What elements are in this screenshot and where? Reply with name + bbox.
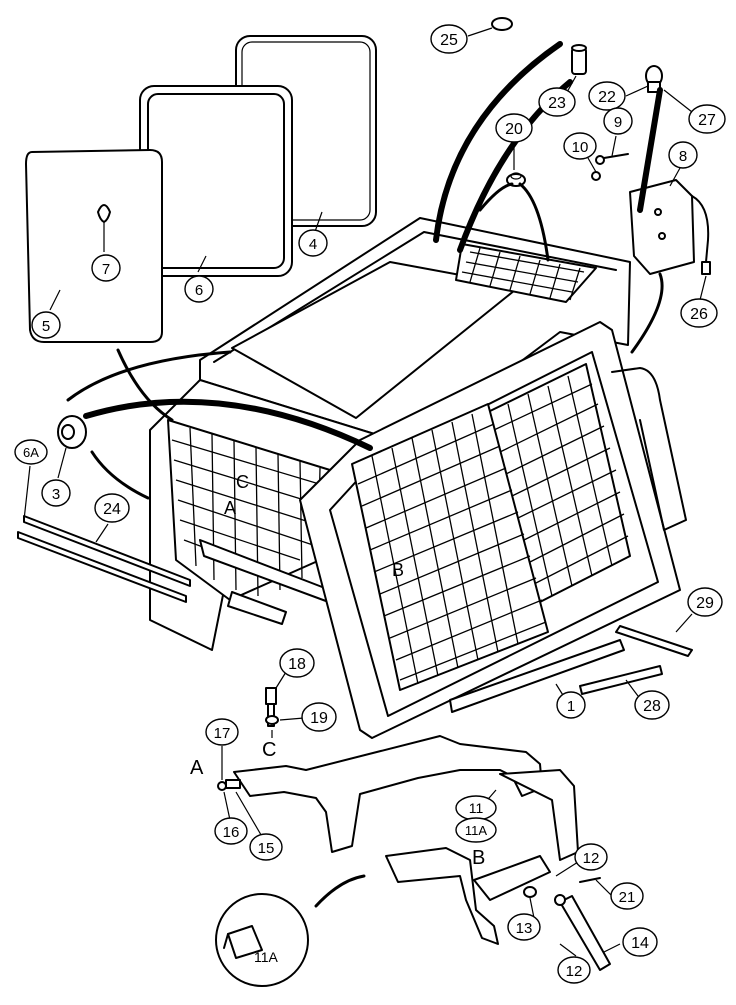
svg-text:19: 19 [310, 710, 328, 727]
callout-7: 7 [91, 254, 121, 282]
detail-view-11a [215, 893, 309, 987]
callout-16: 16 [214, 817, 248, 845]
callout-8: 8 [668, 141, 698, 169]
nut-10 [591, 171, 601, 181]
front-door-grid-left [351, 403, 549, 691]
assembly-leaders [66, 41, 664, 908]
trim-strip-28 [579, 665, 663, 695]
svg-text:27: 27 [698, 112, 716, 129]
svg-text:22: 22 [598, 89, 616, 106]
svg-text:7: 7 [102, 261, 110, 278]
svg-text:10: 10 [572, 139, 589, 156]
svg-text:25: 25 [440, 32, 458, 49]
callout-1: 1 [556, 691, 586, 719]
fitting-22 [645, 65, 663, 93]
svg-text:8: 8 [679, 148, 687, 165]
svg-text:11A: 11A [465, 823, 487, 838]
svg-text:6: 6 [195, 282, 203, 299]
callout-4: 4 [298, 229, 328, 257]
svg-text:16: 16 [223, 824, 240, 841]
svg-text:12: 12 [583, 850, 600, 867]
callout-14: 14 [622, 927, 658, 957]
window-frame-6 [139, 85, 293, 277]
plug-25 [491, 17, 513, 31]
support-bar-11 [233, 735, 579, 861]
seal-strip-6a [17, 531, 187, 603]
svg-text:21: 21 [619, 889, 636, 906]
cable-26 [691, 195, 711, 275]
callout-11a: 11A [455, 817, 497, 843]
roof-vent-grid [455, 243, 597, 303]
ref-letter-b-lower: B [472, 847, 485, 869]
callout-28: 28 [634, 690, 670, 720]
grommet-3 [57, 415, 87, 449]
callout-3: 3 [41, 479, 71, 507]
trim-strip-29 [615, 625, 693, 657]
callout-6: 6 [184, 275, 214, 303]
svg-text:29: 29 [696, 595, 714, 612]
ref-letter-a-lower: A [190, 757, 204, 779]
bolt-18 [265, 687, 277, 727]
svg-text:24: 24 [103, 501, 121, 518]
callout-12-lower: 12 [557, 956, 591, 984]
svg-text:4: 4 [309, 236, 317, 253]
ref-letter-c-lower: C [262, 739, 276, 761]
callout-21: 21 [610, 882, 644, 910]
svg-text:6A: 6A [23, 445, 39, 460]
svg-text:15: 15 [258, 840, 275, 857]
callout-6a: 6A [14, 439, 48, 465]
svg-text:9: 9 [614, 114, 622, 131]
callout-23: 23 [538, 87, 576, 117]
ref-letter-a-upper: A [224, 498, 236, 518]
callout-11: 11 [455, 795, 497, 821]
washer-19 [265, 715, 279, 725]
svg-text:23: 23 [548, 95, 566, 112]
callout-5: 5 [31, 311, 61, 339]
pin-15 [225, 779, 241, 789]
detail-label-11a: 11A [254, 949, 279, 965]
window-glass-5 [25, 149, 163, 343]
svg-text:5: 5 [42, 318, 50, 335]
callout-25: 25 [430, 24, 468, 54]
ref-letter-b-upper: B [392, 560, 404, 580]
bracket-8 [629, 179, 695, 275]
pin-21 [579, 877, 601, 883]
svg-text:20: 20 [505, 121, 523, 138]
callout-12-upper: 12 [574, 843, 608, 871]
callout-24: 24 [94, 493, 130, 523]
svg-text:13: 13 [516, 920, 533, 937]
support-bar-11a [385, 847, 551, 945]
callout-20: 20 [495, 113, 533, 143]
svg-text:26: 26 [690, 306, 708, 323]
pin-16 [217, 781, 227, 791]
callout-15: 15 [249, 833, 283, 861]
svg-text:1: 1 [567, 698, 575, 715]
valve-23 [571, 44, 587, 75]
callout-29: 29 [687, 587, 723, 617]
svg-text:18: 18 [288, 656, 306, 673]
bottom-seal-1 [449, 639, 625, 713]
callout-17: 17 [205, 718, 239, 746]
svg-text:28: 28 [643, 698, 661, 715]
ref-letter-c-upper: C [236, 472, 249, 492]
callout-9: 9 [603, 107, 633, 135]
gas-spring-14 [554, 894, 611, 971]
callout-19: 19 [301, 702, 337, 732]
svg-text:3: 3 [52, 486, 60, 503]
callout-10: 10 [563, 132, 597, 160]
callout-27: 27 [688, 104, 726, 134]
callout-26: 26 [680, 298, 718, 328]
svg-text:11: 11 [469, 800, 484, 816]
callout-18: 18 [279, 648, 315, 678]
bolt-9 [595, 153, 629, 165]
svg-text:17: 17 [214, 725, 231, 742]
callout-13: 13 [507, 913, 541, 941]
side-handle [611, 367, 687, 531]
svg-text:12: 12 [566, 963, 583, 980]
callout-22: 22 [588, 81, 626, 111]
svg-text:14: 14 [631, 935, 649, 952]
washer-13 [523, 886, 537, 898]
